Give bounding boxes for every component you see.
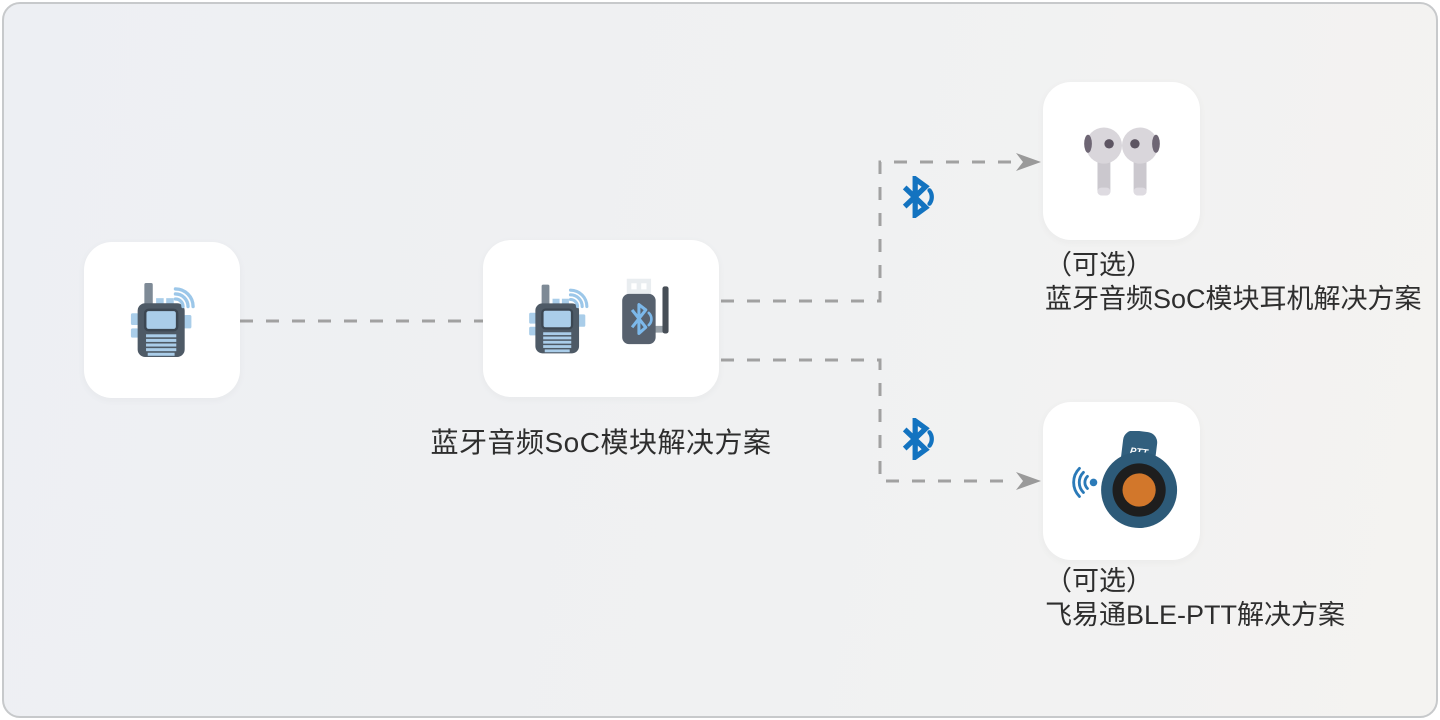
headset-label: （可选） 蓝牙音频SoC模块耳机解决方案 [1045,248,1422,316]
right-earbud [1121,127,1160,196]
dongle-antenna [662,285,669,333]
arrowhead-to-headset [1016,153,1041,171]
node-soc-module [483,240,719,397]
radio-antenna [541,284,550,308]
node-walkie-talkie [84,242,240,398]
walkie-talkie-icon [529,284,589,353]
radio-speaker-grille [146,334,177,356]
ble-signal-waves-icon [1071,466,1097,498]
ble-ptt-optional-tag: （可选） [1045,566,1153,596]
headset-label-text: 蓝牙音频SoC模块耳机解决方案 [1045,284,1422,314]
radio-screen [143,308,179,332]
radio-speaker-grille [543,331,572,352]
connector-module-to-ptt [721,358,1014,483]
ptt-button [1121,473,1156,507]
headset-optional-tag: （可选） [1045,250,1153,280]
usb-connector [626,278,652,295]
signal-waves-icon [568,288,589,308]
bluetooth-icon [902,418,934,460]
connector-module-to-headset [721,160,1014,303]
radio-antenna [144,283,153,309]
node-headset [1043,82,1200,240]
ptt-button-icon: PTT [1071,431,1177,529]
node-ble-ptt: PTT [1043,402,1200,560]
left-earbud [1083,127,1122,196]
bluetooth-icon [902,176,934,218]
ble-ptt-label: （可选） 飞易通BLE-PTT解决方案 [1045,564,1345,632]
walkie-talkie-icon [130,283,195,357]
radio-screen [541,307,574,330]
usb-bluetooth-dongle-icon [622,278,669,344]
signal-waves-icon [173,287,195,309]
ble-ptt-label-text: 飞易通BLE-PTT解决方案 [1045,600,1346,630]
arrowhead-to-ptt [1016,472,1041,490]
earbuds-icon [1083,127,1160,196]
bluetooth-glyph-icon [630,302,653,335]
soc-module-label: 蓝牙音频SoC模块解决方案 [430,427,772,458]
